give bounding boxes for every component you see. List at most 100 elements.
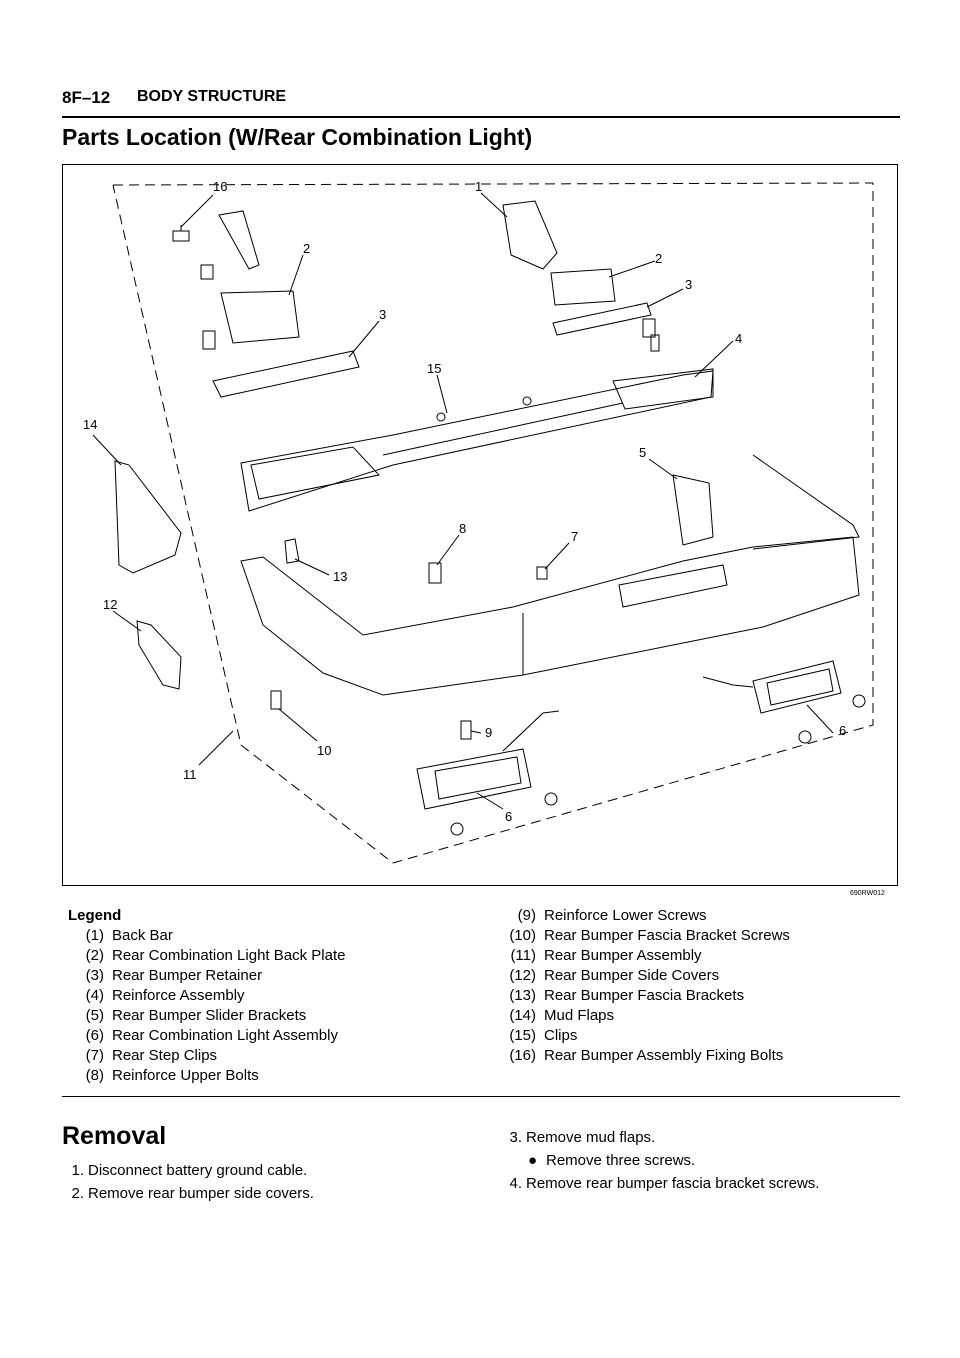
callout-3: 3 xyxy=(685,277,692,292)
legend-number: (4) xyxy=(85,987,104,1004)
step-text: Remove mud flaps. xyxy=(526,1129,656,1146)
part-15-clip xyxy=(522,396,532,406)
part-1-back-bar xyxy=(502,200,558,270)
part-2-back-plate-right xyxy=(550,268,616,306)
section-title: BODY STRUCTURE xyxy=(137,88,287,105)
legend-label: Mud Flaps xyxy=(544,1007,615,1024)
legend-number: (12) xyxy=(509,967,536,984)
callout-2: 2 xyxy=(655,251,662,266)
legend-number: (13) xyxy=(509,987,536,1004)
legend-label: Rear Bumper Fascia Brackets xyxy=(544,987,745,1004)
callout-1: 1 xyxy=(475,179,482,194)
legend-label: Reinforce Assembly xyxy=(112,987,245,1004)
legend-label: Back Bar xyxy=(112,927,173,944)
exploded-view-drawing: 16 1 2 2 3 3 4 15 14 5 8 7 13 12 9 6 6 1… xyxy=(83,179,874,864)
legend-label: Rear Bumper Side Covers xyxy=(544,967,720,984)
legend-number: (7) xyxy=(85,1047,104,1064)
callout-15: 15 xyxy=(427,361,441,376)
legend-item: (9)Reinforce Lower Screws xyxy=(500,906,900,926)
legend-number: (8) xyxy=(85,1067,104,1084)
part-9-screw xyxy=(460,720,472,740)
figure-id: 690RW012 xyxy=(850,890,885,897)
legend-heading: Legend xyxy=(68,907,122,924)
substep-text: Remove three screws. xyxy=(546,1152,696,1169)
step-text: Remove rear bumper fascia bracket screws… xyxy=(526,1175,820,1192)
legend-item: (7) Rear Step Clips xyxy=(68,1046,488,1066)
step-number: 4. xyxy=(509,1175,522,1192)
callout-11: 11 xyxy=(183,767,197,782)
step-text: Remove rear bumper side covers. xyxy=(88,1185,314,1202)
legend-item: (2)Rear Combination Light Back Plate xyxy=(68,946,488,966)
legend-item: (5) Rear Bumper Slider Brackets xyxy=(68,1006,488,1026)
callout-5: 5 xyxy=(639,445,646,460)
removal-heading: Removal xyxy=(62,1122,167,1150)
legend-label: Rear Bumper Fascia Bracket Screws xyxy=(544,927,790,944)
callout-3: 3 xyxy=(379,307,386,322)
legend-left: Legend (1)Back Bar (2)Rear Combination L… xyxy=(68,906,488,1086)
screw-drawing xyxy=(798,730,812,744)
part-11-bumper-assembly xyxy=(240,454,860,696)
legend-number: (11) xyxy=(510,947,536,964)
callout-14: 14 xyxy=(83,417,97,432)
section-divider xyxy=(62,1096,900,1097)
removal-step: 2.Remove rear bumper side covers. xyxy=(60,1183,480,1204)
part-4-reinforce-assembly xyxy=(240,368,714,512)
step-number: 2. xyxy=(71,1185,84,1202)
legend-item: (16)Rear Bumper Assembly Fixing Bolts xyxy=(500,1046,900,1066)
callout-13: 13 xyxy=(333,569,347,584)
part-5-slider-bracket xyxy=(672,474,714,546)
legend-number: (9) xyxy=(517,907,536,924)
callout-4: 4 xyxy=(735,331,742,346)
callout-6: 6 xyxy=(839,723,846,738)
callout-9: 9 xyxy=(485,725,492,740)
legend-item: (12) Rear Bumper Side Covers xyxy=(500,966,900,986)
legend-right: (9)Reinforce Lower Screws (10)Rear Bumpe… xyxy=(500,906,900,1066)
legend-label: Rear Bumper Assembly xyxy=(544,947,702,964)
bullet-icon: ● xyxy=(528,1152,538,1169)
legend-item: (11) Rear Bumper Assembly xyxy=(500,946,900,966)
callout-12: 12 xyxy=(103,597,117,612)
legend-number: (1) xyxy=(85,927,104,944)
screw-drawing xyxy=(544,792,558,806)
step-text: Disconnect battery ground cable. xyxy=(88,1162,308,1179)
legend-item: (1) Back Bar xyxy=(68,926,488,946)
callout-10: 10 xyxy=(317,743,331,758)
legend-label: Reinforce Upper Bolts xyxy=(112,1067,259,1084)
legend-label: Rear Bumper Slider Brackets xyxy=(112,1007,307,1024)
bolt-drawings-left xyxy=(200,264,660,352)
part-8-bolt xyxy=(428,562,442,584)
legend-item: (10)Rear Bumper Fascia Bracket Screws xyxy=(500,926,900,946)
legend-number: (14) xyxy=(509,1007,536,1024)
legend-label: Rear Step Clips xyxy=(112,1047,218,1064)
legend-label: Clips xyxy=(544,1027,578,1044)
legend-item: (4) Reinforce Assembly xyxy=(68,986,488,1006)
legend-number: (3) xyxy=(85,967,104,984)
legend-item: (15) Clips xyxy=(500,1026,900,1046)
legend-number: (15) xyxy=(509,1027,536,1044)
parts-diagram: 16 1 2 2 3 3 4 15 14 5 8 7 13 12 9 6 6 1… xyxy=(62,164,898,886)
part-3-retainer-right xyxy=(552,302,652,336)
legend-label: Rear Bumper Assembly Fixing Bolts xyxy=(544,1047,784,1064)
callout-7: 7 xyxy=(571,529,578,544)
legend-item: (6) Rear Combination Light Assembly xyxy=(68,1026,488,1046)
part-7-clip xyxy=(536,566,548,580)
part-6-combination-light-right xyxy=(702,660,842,714)
removal-step: 4.Remove rear bumper fascia bracket scre… xyxy=(498,1173,898,1194)
part-14-mud-flap xyxy=(114,460,182,574)
step-number: 3. xyxy=(509,1129,522,1146)
legend-item: (14) Mud Flaps xyxy=(500,1006,900,1026)
part-3-retainer-left xyxy=(212,350,360,398)
legend-number: (6) xyxy=(85,1027,104,1044)
legend-number: (2) xyxy=(85,947,104,964)
legend-number: (5) xyxy=(85,1007,104,1024)
page-title: Parts Location (W/Rear Combination Light… xyxy=(62,124,533,150)
removal-substep: ● Remove three screws. xyxy=(528,1150,898,1171)
legend-label: Rear Combination Light Assembly xyxy=(112,1027,338,1044)
assembly-boundary xyxy=(112,182,874,864)
callout-6: 6 xyxy=(505,809,512,824)
callout-16: 16 xyxy=(213,179,227,194)
legend-item: (13) Rear Bumper Fascia Brackets xyxy=(500,986,900,1006)
page-header: 8F–12 BODY STRUCTURE xyxy=(62,88,900,118)
part-10-screw xyxy=(270,690,282,710)
callout-leaders xyxy=(92,192,834,810)
